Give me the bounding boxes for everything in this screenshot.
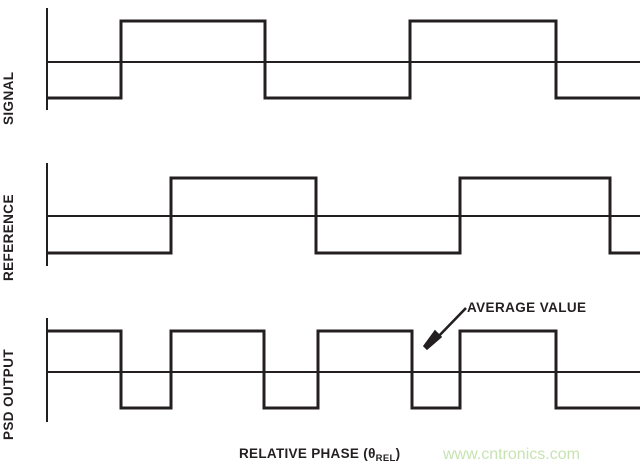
reference-waveform (47, 176, 640, 255)
panel-signal (46, 8, 640, 110)
x-axis-title-suffix: ) (395, 446, 401, 461)
x-axis-title-subscript: REL (375, 453, 396, 464)
panel-label-reference: REFERENCE (1, 194, 16, 281)
psd-waveform (47, 329, 640, 410)
panel-label-psd-output: PSD OUTPUT (1, 348, 16, 440)
x-axis-title: RELATIVE PHASE (θREL) (239, 446, 401, 464)
signal-waveform (47, 19, 640, 100)
x-axis-title-prefix: RELATIVE PHASE ( (239, 446, 369, 461)
average-value-annotation: AVERAGE VALUE (467, 300, 587, 315)
theta-symbol: θ (368, 446, 376, 461)
panel-label-signal: SIGNAL (1, 71, 16, 125)
panel-psd-output (46, 307, 640, 422)
panel-reference (46, 163, 640, 266)
watermark: www.cntronics.com (443, 446, 580, 463)
average-value-arrow (422, 307, 467, 351)
